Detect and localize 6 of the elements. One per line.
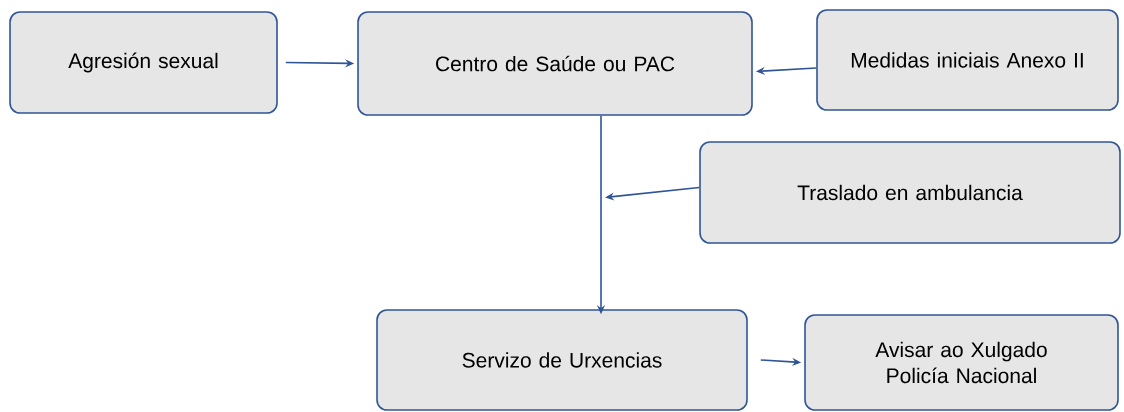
process-box: Avisar ao Xulgado Policía Nacional [804,314,1119,411]
process-box: Traslado en ambulancia [699,141,1121,244]
process-box: Medidas iniciais Anexo II [816,9,1119,111]
process-box: Agresión sexual [9,11,278,114]
process-box: Servizo de Urxencias [376,309,748,411]
process-box: Centro de Saúde ou PAC [357,11,753,116]
